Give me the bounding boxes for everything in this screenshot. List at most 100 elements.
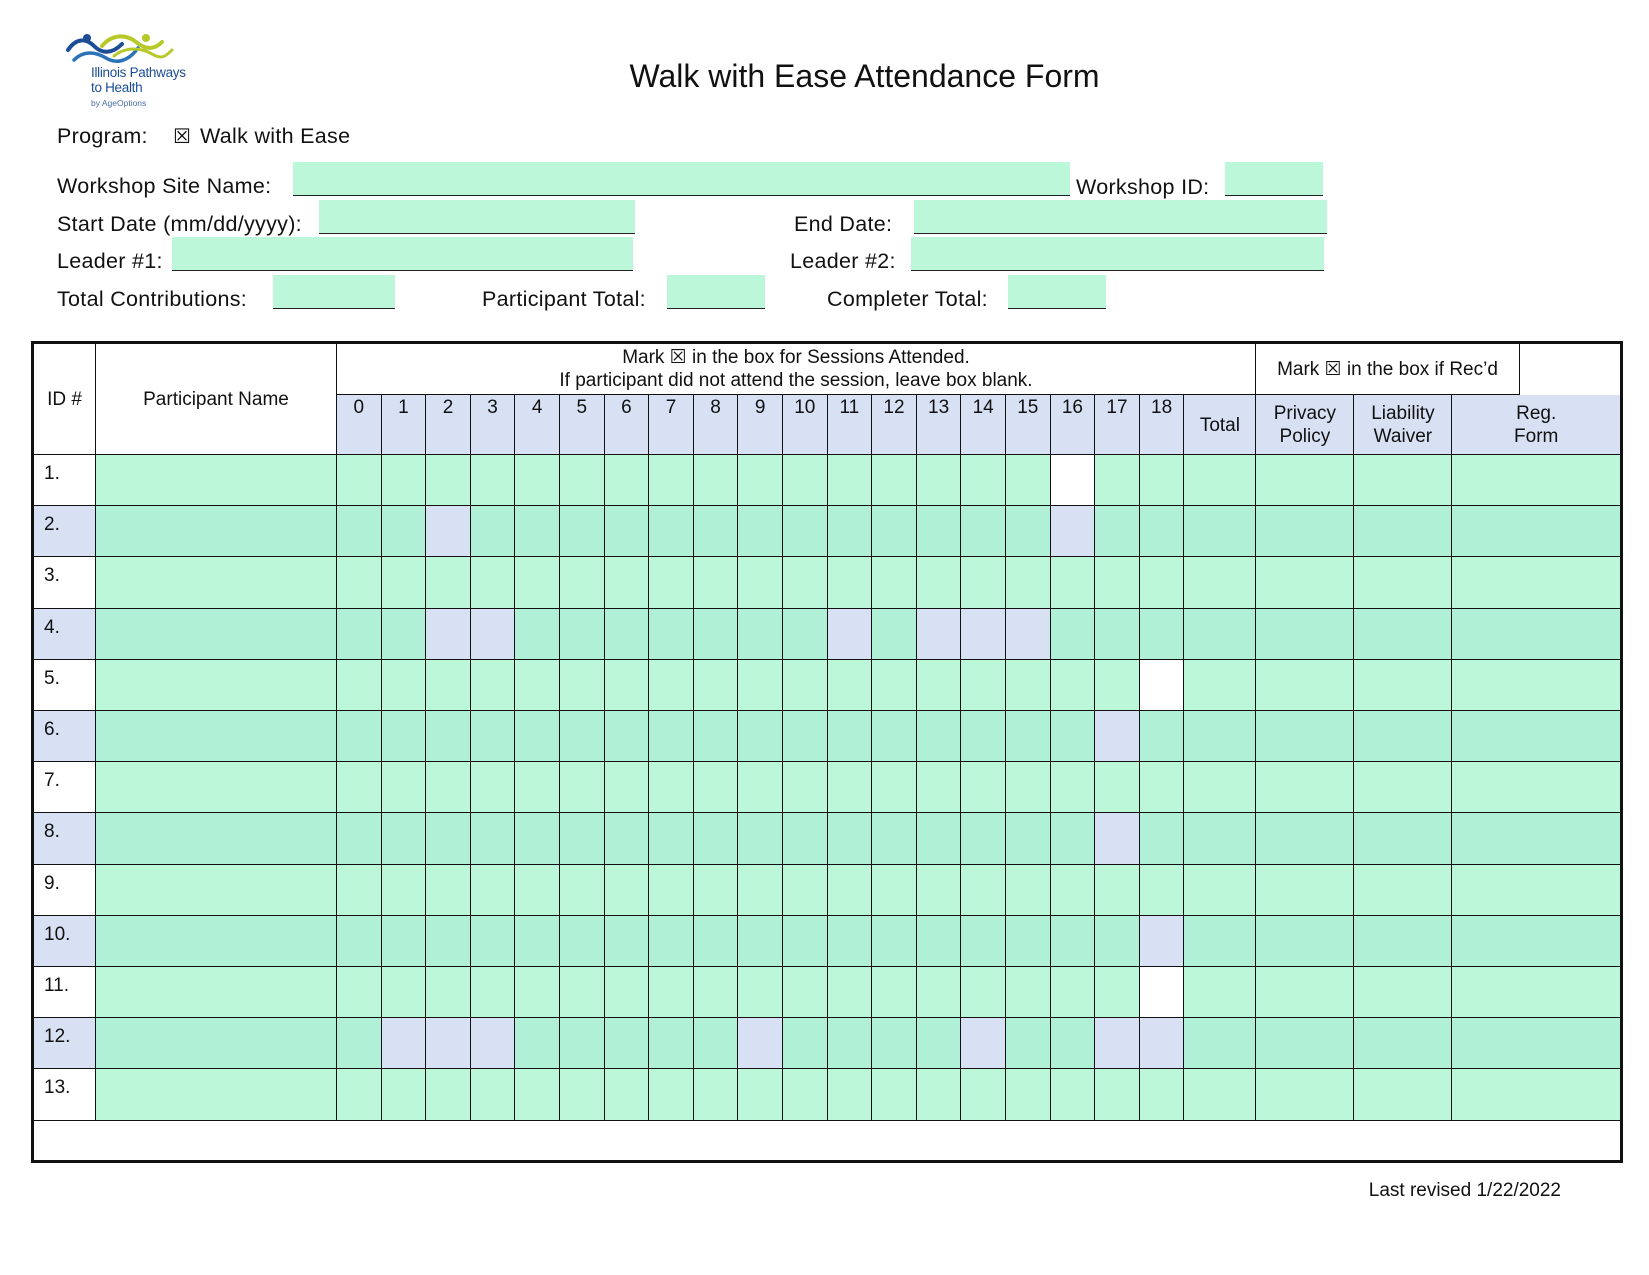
session-checkbox[interactable] — [337, 506, 382, 558]
program-checkbox[interactable]: ☒ — [173, 124, 192, 148]
total-field[interactable] — [1184, 659, 1257, 711]
session-checkbox[interactable] — [1050, 762, 1096, 814]
session-checkbox[interactable] — [337, 864, 382, 916]
session-checkbox[interactable] — [337, 455, 382, 507]
liability-waiver-checkbox[interactable] — [1354, 506, 1453, 558]
liability-waiver-checkbox[interactable] — [1354, 455, 1453, 507]
session-checkbox[interactable] — [1139, 506, 1185, 558]
session-checkbox[interactable] — [426, 1018, 471, 1070]
session-checkbox[interactable] — [916, 1018, 962, 1070]
session-checkbox[interactable] — [649, 711, 694, 763]
session-checkbox[interactable] — [560, 1069, 605, 1121]
session-checkbox[interactable] — [827, 915, 873, 967]
session-checkbox[interactable] — [1095, 659, 1140, 711]
session-checkbox[interactable] — [1050, 711, 1096, 763]
session-checkbox[interactable] — [604, 915, 650, 967]
session-checkbox[interactable] — [381, 762, 427, 814]
session-checkbox[interactable] — [1006, 608, 1051, 660]
session-checkbox[interactable] — [1139, 864, 1185, 916]
session-checkbox[interactable] — [827, 864, 873, 916]
session-checkbox[interactable] — [827, 762, 873, 814]
session-checkbox[interactable] — [872, 1069, 917, 1121]
session-checkbox[interactable] — [515, 915, 560, 967]
workshop-id-field[interactable] — [1225, 162, 1323, 196]
session-checkbox[interactable] — [426, 813, 471, 865]
session-checkbox[interactable] — [470, 455, 516, 507]
session-checkbox[interactable] — [738, 1018, 783, 1070]
session-checkbox[interactable] — [783, 762, 828, 814]
session-checkbox[interactable] — [1050, 455, 1096, 507]
session-checkbox[interactable] — [783, 659, 828, 711]
session-checkbox[interactable] — [560, 557, 605, 609]
session-checkbox[interactable] — [649, 608, 694, 660]
session-checkbox[interactable] — [337, 813, 382, 865]
session-checkbox[interactable] — [381, 557, 427, 609]
session-checkbox[interactable] — [515, 455, 560, 507]
session-checkbox[interactable] — [604, 864, 650, 916]
session-checkbox[interactable] — [738, 659, 783, 711]
session-checkbox[interactable] — [470, 557, 516, 609]
session-checkbox[interactable] — [738, 711, 783, 763]
session-checkbox[interactable] — [961, 608, 1006, 660]
session-checkbox[interactable] — [381, 455, 427, 507]
session-checkbox[interactable] — [515, 864, 560, 916]
session-checkbox[interactable] — [470, 762, 516, 814]
session-checkbox[interactable] — [560, 762, 605, 814]
session-checkbox[interactable] — [1139, 711, 1185, 763]
liability-waiver-checkbox[interactable] — [1354, 762, 1453, 814]
session-checkbox[interactable] — [738, 506, 783, 558]
session-checkbox[interactable] — [827, 1069, 873, 1121]
participant-name-field[interactable] — [96, 967, 337, 1019]
total-field[interactable] — [1184, 915, 1257, 967]
session-checkbox[interactable] — [693, 711, 739, 763]
session-checkbox[interactable] — [426, 915, 471, 967]
total-field[interactable] — [1184, 608, 1257, 660]
privacy-policy-checkbox[interactable] — [1256, 1069, 1355, 1121]
session-checkbox[interactable] — [470, 711, 516, 763]
session-checkbox[interactable] — [337, 711, 382, 763]
liability-waiver-checkbox[interactable] — [1354, 608, 1453, 660]
session-checkbox[interactable] — [381, 967, 427, 1019]
reg-form-checkbox[interactable] — [1452, 864, 1620, 916]
session-checkbox[interactable] — [872, 967, 917, 1019]
session-checkbox[interactable] — [426, 1069, 471, 1121]
session-checkbox[interactable] — [916, 762, 962, 814]
privacy-policy-checkbox[interactable] — [1256, 608, 1355, 660]
session-checkbox[interactable] — [1095, 1069, 1140, 1121]
session-checkbox[interactable] — [1050, 813, 1096, 865]
session-checkbox[interactable] — [1095, 608, 1140, 660]
session-checkbox[interactable] — [515, 506, 560, 558]
session-checkbox[interactable] — [560, 455, 605, 507]
session-checkbox[interactable] — [1006, 1018, 1051, 1070]
liability-waiver-checkbox[interactable] — [1354, 659, 1453, 711]
session-checkbox[interactable] — [515, 557, 560, 609]
session-checkbox[interactable] — [1095, 557, 1140, 609]
session-checkbox[interactable] — [381, 608, 427, 660]
liability-waiver-checkbox[interactable] — [1354, 967, 1453, 1019]
session-checkbox[interactable] — [1006, 659, 1051, 711]
session-checkbox[interactable] — [604, 762, 650, 814]
participant-name-field[interactable] — [96, 557, 337, 609]
privacy-policy-checkbox[interactable] — [1256, 967, 1355, 1019]
contributions-field[interactable] — [273, 275, 395, 309]
session-checkbox[interactable] — [515, 608, 560, 660]
reg-form-checkbox[interactable] — [1452, 557, 1620, 609]
session-checkbox[interactable] — [738, 1069, 783, 1121]
session-checkbox[interactable] — [470, 813, 516, 865]
session-checkbox[interactable] — [693, 864, 739, 916]
session-checkbox[interactable] — [872, 506, 917, 558]
session-checkbox[interactable] — [560, 915, 605, 967]
reg-form-checkbox[interactable] — [1452, 659, 1620, 711]
session-checkbox[interactable] — [872, 711, 917, 763]
completer-total-field[interactable] — [1008, 275, 1106, 309]
session-checkbox[interactable] — [337, 967, 382, 1019]
total-field[interactable] — [1184, 1018, 1257, 1070]
reg-form-checkbox[interactable] — [1452, 711, 1620, 763]
session-checkbox[interactable] — [337, 608, 382, 660]
participant-name-field[interactable] — [96, 659, 337, 711]
session-checkbox[interactable] — [470, 864, 516, 916]
session-checkbox[interactable] — [693, 967, 739, 1019]
session-checkbox[interactable] — [1139, 915, 1185, 967]
session-checkbox[interactable] — [560, 659, 605, 711]
total-field[interactable] — [1184, 762, 1257, 814]
